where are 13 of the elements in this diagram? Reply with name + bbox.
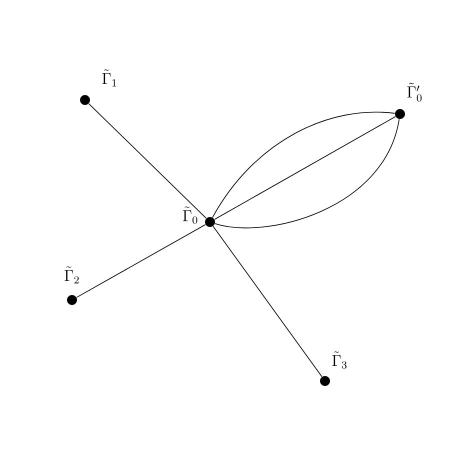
vertex-label: $\tilde{\Gamma}_0$ xyxy=(182,206,198,224)
vertex-dot xyxy=(67,295,77,305)
vertex-label: $\tilde{\Gamma}_2$ xyxy=(64,266,79,284)
vertex-label: $\tilde{\Gamma}_3$ xyxy=(332,351,347,369)
edge-line xyxy=(212,226,322,378)
vertex-label: $\tilde{\Gamma}'_0$ xyxy=(407,82,422,102)
vertex-dot xyxy=(80,95,90,105)
edge-line xyxy=(88,103,207,219)
edge-line xyxy=(76,224,206,298)
vertex-label: $\tilde{\Gamma}_1$ xyxy=(102,69,116,86)
vertex-dot xyxy=(320,376,330,386)
vertex-dot xyxy=(205,217,215,227)
vertex-dot xyxy=(395,109,405,119)
